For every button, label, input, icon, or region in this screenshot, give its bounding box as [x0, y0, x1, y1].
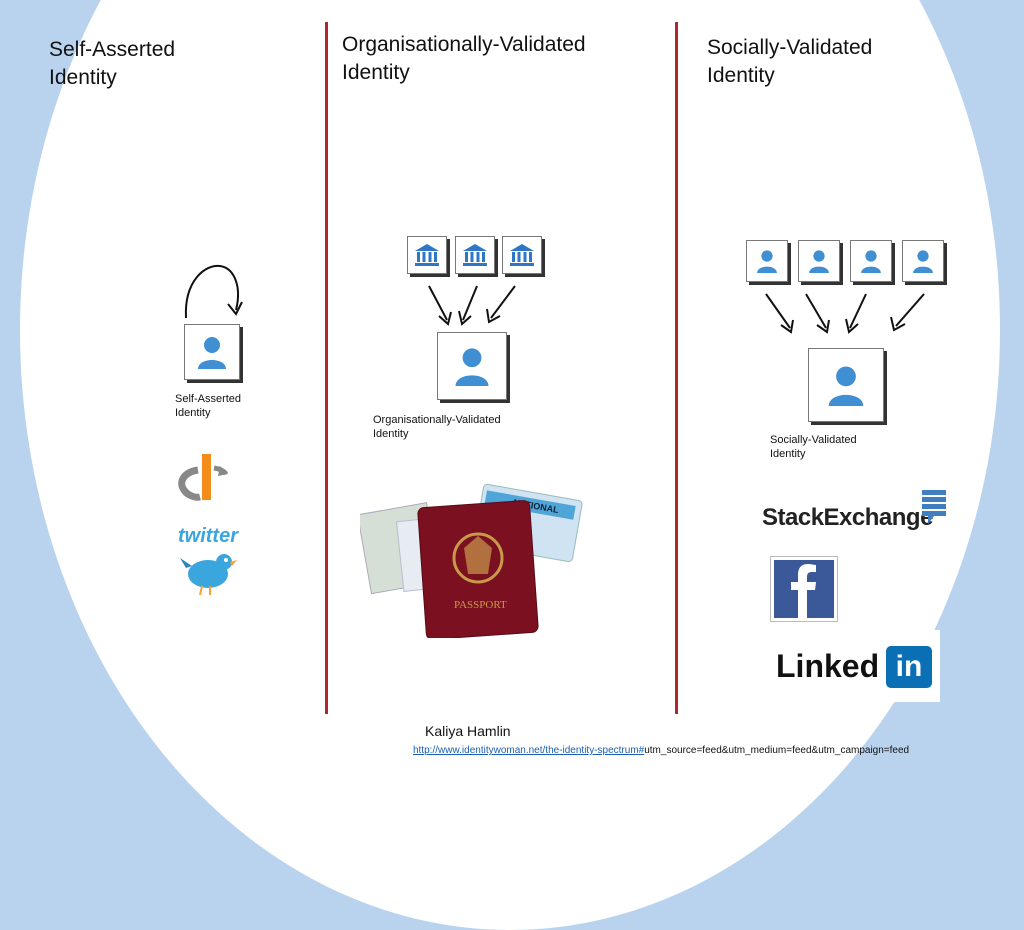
person-tile-self — [184, 324, 240, 380]
peer-tile-4 — [902, 240, 944, 282]
stackexchange-logo: StackExchange — [762, 488, 946, 536]
institution-icon — [415, 244, 439, 266]
peer-tile-3 — [850, 240, 892, 282]
caption-socially-validated: Socially-Validated Identity — [770, 434, 857, 460]
caption-self-asserted: Self-Asserted Identity — [175, 393, 242, 419]
peer-tile-2 — [798, 240, 840, 282]
validation-arrows-social — [765, 293, 925, 334]
linkedin-logo-text: Linked — [776, 648, 880, 684]
institution-tile-2 — [455, 236, 495, 274]
background-circle — [20, 0, 1000, 930]
person-icon — [828, 366, 864, 406]
person-icon — [757, 250, 777, 273]
person-icon — [198, 337, 226, 369]
column-divider-1 — [325, 22, 328, 714]
passport-documents-image: NATIONAL PASSPORT — [360, 483, 583, 638]
heading-socially-validated: Socially-Validated Identity — [707, 36, 873, 87]
validation-arrows-org — [428, 285, 516, 326]
caption-organisationally-validated: Organisationally-Validated Identity — [373, 414, 501, 440]
heading-self-asserted: Self-Asserted Identity — [49, 38, 176, 89]
self-loop-arrow — [184, 264, 243, 319]
person-icon — [455, 348, 489, 386]
column-divider-2 — [675, 22, 678, 714]
linkedin-in-icon: in — [886, 646, 932, 688]
heading-organisationally-validated: Organisationally-Validated Identity — [342, 33, 586, 84]
source-link-url[interactable]: http://www.identitywoman.net/the-identit… — [413, 745, 645, 756]
twitter-logo-text: twitter — [178, 525, 238, 547]
institution-icon — [463, 244, 487, 266]
institution-tile-1 — [407, 236, 447, 274]
person-tile-social — [808, 348, 884, 422]
source-link-query: utm_source=feed&utm_medium=feed&utm_camp… — [644, 745, 910, 756]
linkedin-logo: Linked in — [768, 630, 940, 702]
person-tile-org — [437, 332, 507, 400]
passport-label: PASSPORT — [454, 599, 507, 611]
stackexchange-logo-text: StackExchange — [762, 504, 933, 531]
person-icon — [809, 250, 829, 273]
source-link[interactable]: http://www.identitywoman.net/the-identit… — [413, 745, 909, 756]
author-credit: Kaliya Hamlin — [425, 723, 511, 739]
peer-tile-1 — [746, 240, 788, 282]
twitter-bird-icon — [180, 554, 237, 596]
person-icon — [913, 250, 933, 273]
facebook-logo-icon — [770, 556, 838, 622]
person-icon — [861, 250, 881, 273]
openid-logo-icon — [178, 454, 228, 501]
institution-tile-3 — [502, 236, 542, 274]
institution-icon — [510, 244, 534, 266]
stackexchange-icon — [922, 490, 946, 524]
